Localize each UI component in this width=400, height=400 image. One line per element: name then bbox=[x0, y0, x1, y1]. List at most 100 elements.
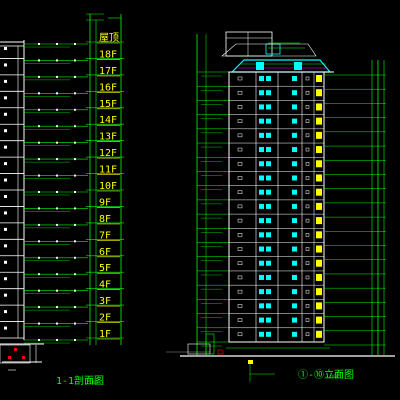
section-leader-mark bbox=[74, 141, 76, 144]
elevation-window-small bbox=[237, 218, 243, 223]
elevation-window bbox=[266, 260, 271, 266]
section-leader-mark bbox=[56, 191, 58, 193]
section-window bbox=[4, 63, 7, 67]
elevation-window bbox=[292, 147, 297, 153]
elevation-window-small bbox=[237, 289, 243, 294]
floor-label: 10F bbox=[99, 181, 117, 192]
elevation-window bbox=[292, 331, 297, 337]
elevation-window bbox=[292, 289, 297, 295]
section-window bbox=[4, 211, 7, 215]
section-floor-leaders bbox=[24, 43, 88, 344]
section-leader-mark bbox=[74, 191, 76, 193]
section-dimension-lines bbox=[86, 13, 124, 345]
floor-label: 4F bbox=[99, 280, 111, 291]
elevation-window bbox=[259, 161, 264, 167]
elevation-drawing: ①-⑩立面图 1:100 bbox=[166, 31, 395, 382]
section-leader-mark bbox=[38, 108, 40, 111]
elevation-window bbox=[266, 147, 271, 153]
elevation-title: ①-⑩立面图 bbox=[298, 368, 354, 381]
floor-label-column: 屋顶18F17F16F15F14F13F12F11F10F9F8F7F6F5F4… bbox=[97, 32, 120, 340]
elevation-window-small bbox=[237, 76, 243, 81]
section-leader-mark bbox=[56, 43, 58, 45]
roof-stair-tower bbox=[221, 31, 317, 57]
section-window bbox=[4, 129, 7, 133]
elevation-window-small bbox=[305, 147, 310, 152]
elevation-window bbox=[292, 118, 297, 124]
elevation-window bbox=[266, 246, 271, 252]
section-leader-mark bbox=[56, 306, 58, 309]
elevation-window bbox=[266, 76, 271, 81]
section-leader-mark bbox=[74, 339, 76, 341]
section-leader-mark bbox=[38, 306, 40, 309]
elevation-window-small bbox=[237, 162, 243, 166]
elevation-window bbox=[292, 132, 297, 138]
elevation-window-small bbox=[305, 275, 310, 280]
elevation-window bbox=[259, 90, 264, 96]
section-leader-mark bbox=[56, 240, 58, 243]
floor-label: 18F bbox=[99, 49, 117, 60]
section-leader-mark bbox=[56, 125, 58, 128]
elevation-window-small bbox=[237, 261, 243, 265]
section-leader-mark bbox=[74, 92, 76, 95]
section-leader-mark bbox=[74, 125, 76, 128]
elevation-ground bbox=[166, 333, 395, 382]
section-window bbox=[4, 145, 7, 149]
section-window bbox=[4, 227, 7, 231]
elevation-scale: 1:100 bbox=[326, 374, 339, 379]
section-leader-mark bbox=[38, 289, 40, 292]
section-window bbox=[4, 47, 7, 50]
elevation-window bbox=[266, 289, 271, 295]
elevation-balcony bbox=[316, 89, 322, 97]
elevation-balcony bbox=[316, 217, 322, 225]
elevation-window bbox=[292, 90, 297, 96]
elevation-balcony bbox=[316, 146, 322, 154]
section-leader-mark bbox=[38, 191, 40, 193]
elevation-window bbox=[292, 303, 297, 309]
elevation-window bbox=[259, 232, 264, 238]
section-leader-mark bbox=[38, 92, 40, 95]
section-scale: 1:100 bbox=[86, 380, 99, 385]
section-floor-slabs bbox=[0, 41, 24, 339]
elevation-window bbox=[266, 331, 271, 337]
section-leader-mark bbox=[56, 158, 58, 161]
elevation-window bbox=[259, 147, 264, 153]
elevation-window bbox=[292, 76, 297, 81]
section-window bbox=[4, 112, 7, 116]
elevation-window bbox=[292, 203, 297, 209]
section-leader-mark bbox=[74, 256, 76, 259]
section-leader-mark bbox=[56, 289, 58, 292]
section-leader-mark bbox=[74, 43, 76, 45]
elevation-window bbox=[259, 218, 264, 224]
elevation-window-small bbox=[305, 233, 310, 237]
elevation-window bbox=[259, 274, 264, 280]
section-window bbox=[4, 96, 7, 100]
section-leader-mark bbox=[38, 75, 40, 78]
elevation-window bbox=[266, 161, 271, 167]
elevation-window bbox=[259, 260, 264, 266]
elevation-window bbox=[266, 118, 271, 124]
elevation-window-small bbox=[305, 119, 310, 123]
floor-label: 11F bbox=[99, 165, 117, 176]
elevation-window-small bbox=[305, 76, 310, 81]
section-leader-mark bbox=[74, 108, 76, 111]
elevation-window bbox=[292, 232, 297, 238]
floor-label: 8F bbox=[99, 214, 111, 225]
elevation-window-small bbox=[305, 162, 310, 166]
section-ground-line bbox=[0, 343, 44, 371]
floor-label: 16F bbox=[99, 82, 117, 93]
section-leader-mark bbox=[56, 322, 58, 325]
elevation-balcony bbox=[316, 245, 322, 253]
section-window bbox=[4, 162, 7, 166]
section-window bbox=[4, 195, 7, 198]
elevation-window-small bbox=[237, 119, 243, 123]
elevation-window bbox=[259, 76, 264, 81]
elevation-window-small bbox=[305, 289, 310, 294]
section-window bbox=[4, 79, 7, 83]
floor-label: 3F bbox=[99, 296, 111, 307]
elevation-window-small bbox=[237, 204, 243, 209]
elevation-window-small bbox=[237, 304, 243, 308]
elevation-window bbox=[292, 175, 297, 181]
floor-label: 屋顶 bbox=[99, 32, 119, 44]
elevation-window bbox=[266, 317, 271, 323]
section-leader-mark bbox=[56, 174, 58, 177]
